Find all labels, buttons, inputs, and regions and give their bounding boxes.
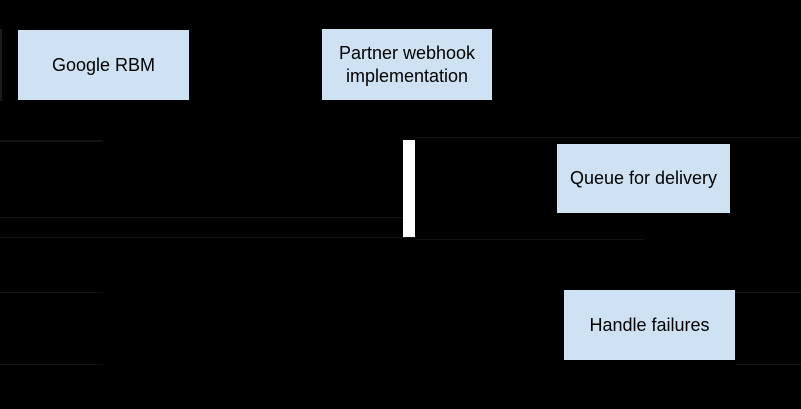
faint-connector-line <box>0 237 415 238</box>
faint-connector-line <box>735 292 801 293</box>
node-label: Queue for delivery <box>569 168 718 189</box>
faint-connector-line <box>415 137 801 138</box>
node-google-rbm: Google RBM <box>18 30 189 100</box>
faint-connector-line <box>0 292 103 293</box>
node-handle-failures: Handle failures <box>564 290 735 360</box>
node-queue-for-delivery: Queue for delivery <box>557 144 730 213</box>
node-label: Partner webhook implementation <box>338 43 476 86</box>
faint-connector-line <box>415 239 644 240</box>
node-label: Google RBM <box>51 54 156 75</box>
activation-bar <box>403 140 415 237</box>
faint-connector-line <box>0 217 403 218</box>
node-label: Handle failures <box>589 314 710 335</box>
cutoff-participant-edge <box>0 29 2 101</box>
faint-connector-line <box>735 364 801 365</box>
faint-connector-line <box>0 364 103 365</box>
faint-connector-line <box>0 140 103 142</box>
node-partner-webhook-implementation: Partner webhook implementation <box>322 29 492 100</box>
